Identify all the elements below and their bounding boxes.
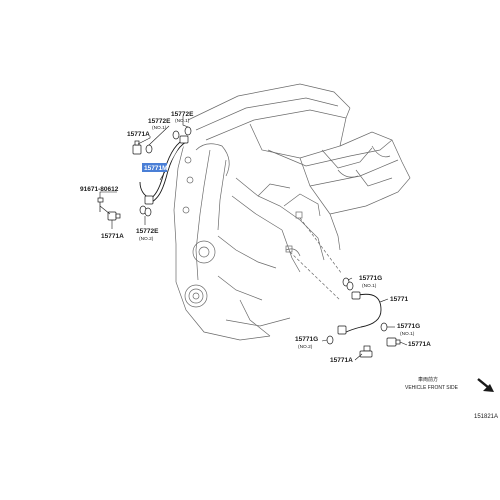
arrow-down-right-icon (477, 378, 494, 392)
part-label-15772e-no1-right: 15772E (171, 111, 194, 118)
part-label-15771a-right: 15771A (408, 341, 431, 348)
highlight-15771m (142, 163, 167, 172)
part-sublabel-no1-left: (NO.1) (152, 125, 167, 131)
gasket-15771g-upper (342, 277, 354, 291)
part-label-15772e-no1-left: 15772E (148, 118, 171, 125)
part-label-15771g-no1-upper: 15771G (359, 275, 382, 282)
part-label-15771: 15771 (390, 296, 408, 303)
part-sublabel-no2-lower: (NO.2) (298, 344, 313, 350)
oil-pipe-15771 (337, 291, 382, 335)
union-bolt-15771a-right (386, 337, 401, 347)
part-label-91671-80612: 91671-80612 (80, 186, 119, 193)
part-label-15771g-no2: 15771G (295, 336, 318, 343)
part-sublabel-no1-right: (NO.1) (175, 118, 190, 124)
part-label-15772e-no2: 15772E (136, 228, 159, 235)
part-label-15771m[interactable]: 15771M (144, 165, 168, 172)
union-bolt-15771a-bottom (359, 345, 373, 358)
union-bolt-upper-left (132, 140, 142, 155)
direction-label-japanese: 車両前方 (418, 376, 438, 383)
gasket-15771g-right (380, 322, 388, 332)
part-sublabel-no2: (NO.2) (139, 236, 154, 242)
gasket-15771g-left (326, 335, 334, 345)
gasket-15772e-upper-left (145, 144, 153, 154)
part-label-15771a-bottom: 15771A (330, 357, 353, 364)
part-label-15771a-upper: 15771A (127, 131, 150, 138)
bolt-91671 (97, 197, 104, 212)
part-sublabel-no1-upper: (NO.1) (362, 283, 377, 289)
direction-label-english: VEHICLE FRONT SIDE (405, 385, 459, 391)
part-label-15771g-no1-right: 15771G (397, 323, 420, 330)
figure-code: 151821A (474, 414, 498, 420)
leader-lines (99, 116, 408, 361)
part-label-15771a-lower-left: 15771A (101, 233, 124, 240)
part-sublabel-no1-right: (NO.1) (400, 331, 415, 337)
engine-block-outline (173, 83, 411, 341)
gasket-15772e-lower (139, 205, 152, 217)
union-bolt-lower-left (107, 211, 121, 221)
